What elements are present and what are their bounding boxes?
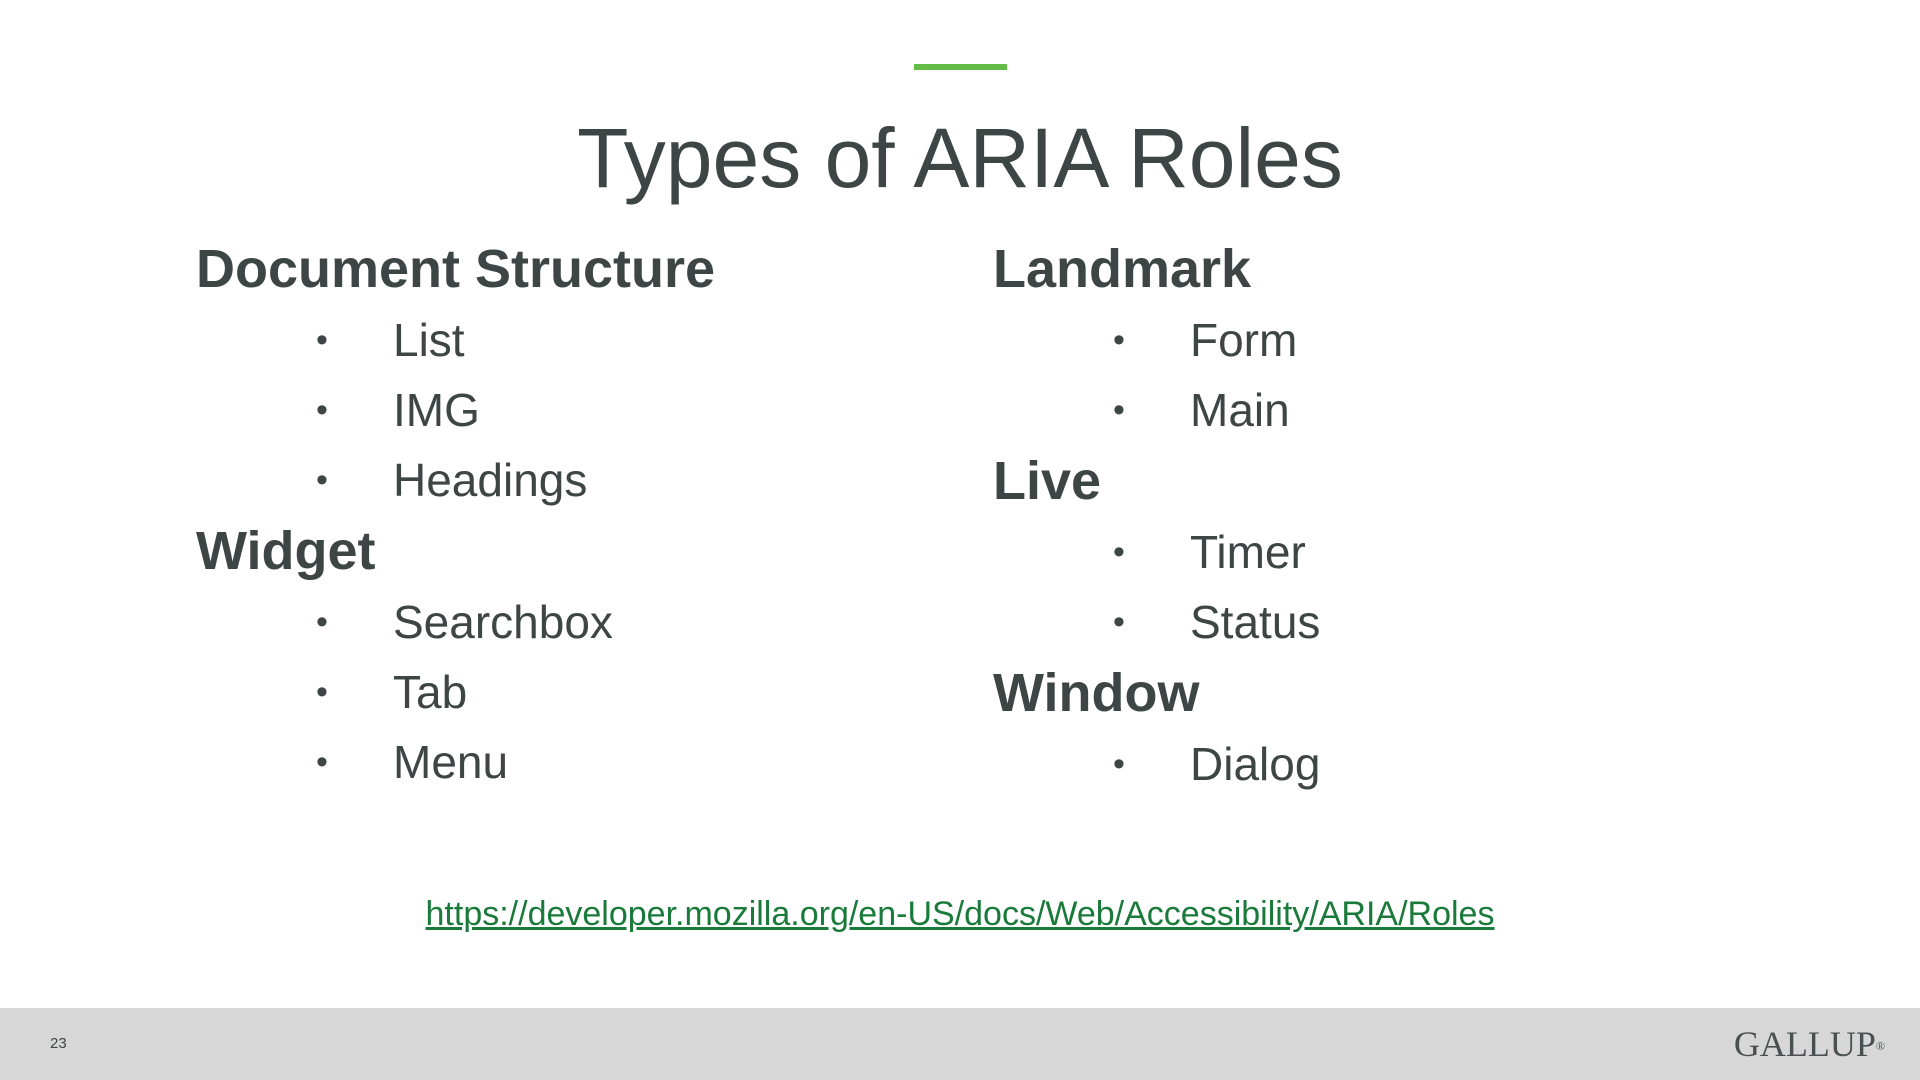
list-item: • IMG	[196, 375, 715, 445]
list-item-label: Tab	[393, 666, 468, 718]
list-item-label: Timer	[1190, 526, 1306, 578]
bullet-icon: •	[316, 391, 328, 429]
list-item: • Main	[993, 375, 1320, 445]
list-item-label: Searchbox	[393, 596, 613, 648]
list-item-label: Headings	[393, 454, 588, 506]
bullet-icon: •	[316, 461, 328, 499]
list-item: • Status	[993, 587, 1320, 657]
section-heading-window: Window	[993, 663, 1200, 723]
list-item-label: Menu	[393, 736, 509, 788]
list-item: • Headings	[196, 445, 715, 515]
list-item: • Timer	[993, 517, 1320, 587]
list-item: • Menu	[196, 727, 715, 797]
registered-mark-icon: ®	[1875, 1039, 1885, 1053]
bullet-icon: •	[316, 321, 328, 359]
gallup-logo: GALLUP®	[1734, 1024, 1885, 1064]
bullet-icon: •	[1113, 391, 1125, 429]
list-item-label: Main	[1190, 384, 1290, 436]
source-link[interactable]: https://developer.mozilla.org/en-US/docs…	[425, 895, 1495, 933]
list-item: • List	[196, 305, 715, 375]
section-heading-document-structure: Document Structure	[196, 239, 716, 299]
list-item: • Searchbox	[196, 587, 715, 657]
list-item-label: Status	[1190, 596, 1321, 648]
left-column: Document Structure •List •IMG •Headings …	[196, 233, 715, 797]
slide-title: Types of ARIA Roles	[577, 111, 1343, 205]
widget-list: • Searchbox • Tab • Menu	[196, 587, 715, 797]
bullet-icon: •	[316, 603, 328, 641]
list-item: • Dialog	[993, 729, 1320, 799]
bullet-icon: •	[316, 673, 328, 711]
title-accent-bar	[914, 64, 1007, 70]
section-heading-widget: Widget	[196, 521, 376, 581]
page-number: 23	[50, 1035, 67, 1052]
list-item-label: Form	[1190, 314, 1298, 366]
list-item-label: IMG	[393, 384, 480, 436]
list-item: • Tab	[196, 657, 715, 727]
list-item-label: List	[393, 314, 465, 366]
live-list: • Timer • Status	[993, 517, 1320, 657]
bullet-icon: •	[1113, 321, 1125, 359]
window-list: • Dialog	[993, 729, 1320, 799]
landmark-list: • Form • Main	[993, 305, 1320, 445]
logo-text: GALLUP	[1733, 1024, 1876, 1064]
section-heading-landmark: Landmark	[993, 239, 1252, 299]
right-column: Landmark • Form • Main Live • Timer • Status…	[993, 233, 1320, 799]
document-structure-list: • List • IMG • Headings	[196, 305, 715, 515]
bullet-icon: •	[316, 743, 328, 781]
footer-bar: 23 GALLUP®	[0, 1008, 1920, 1080]
bullet-icon: •	[1113, 603, 1125, 641]
bullet-icon: •	[1113, 745, 1125, 783]
bullet-icon: •	[1113, 533, 1125, 571]
list-item: • Form	[993, 305, 1320, 375]
list-item-label: Dialog	[1190, 738, 1321, 790]
section-heading-live: Live	[993, 451, 1102, 511]
